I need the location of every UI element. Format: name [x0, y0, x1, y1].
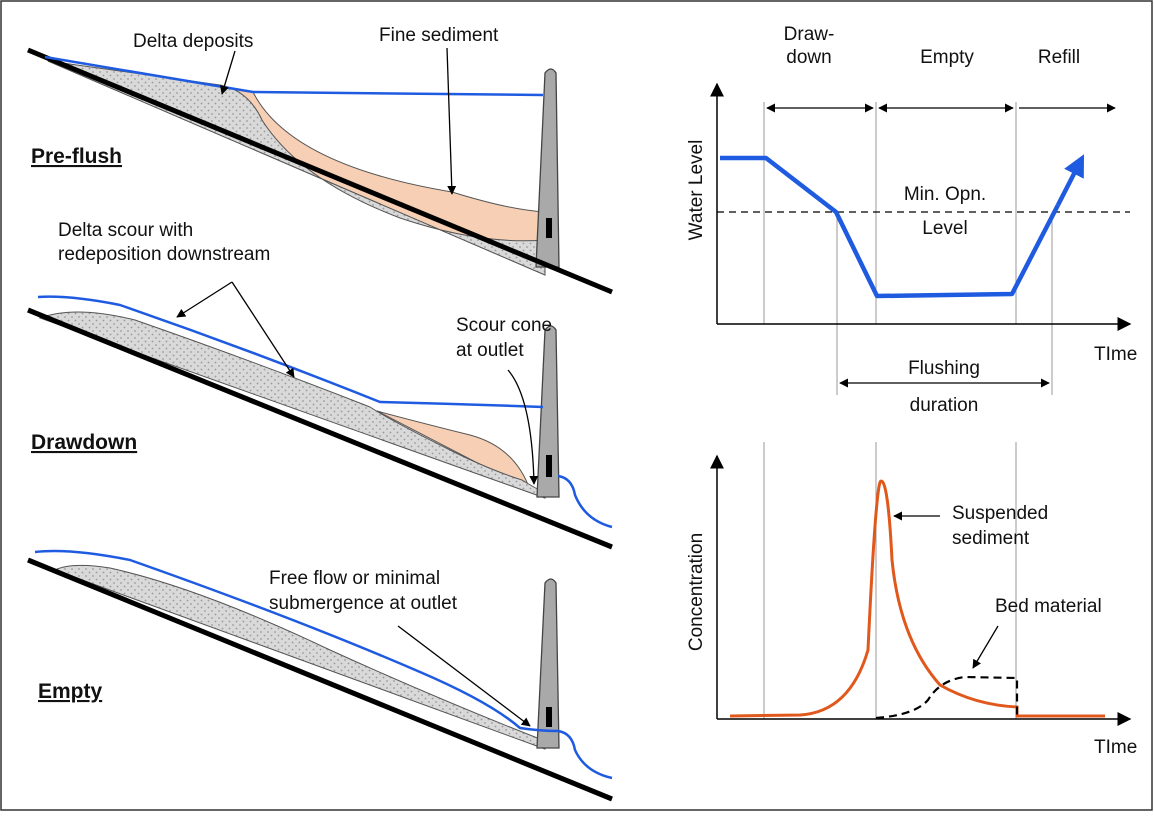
stage-empty: Free flow or minimal submergence at outl… — [27, 549, 613, 802]
scour-cone-label: Scour cone — [456, 315, 552, 336]
water-surface — [37, 295, 544, 409]
flushing-label: Flushing — [908, 358, 980, 379]
min-level-label: Level — [922, 218, 967, 239]
min-level-label: Min. Opn. — [904, 184, 986, 205]
delta-scour-label: redeposition downstream — [58, 244, 270, 265]
bed-material-series — [875, 675, 1019, 720]
outlet-gate-icon — [546, 707, 552, 727]
bed-material-label: Bed material — [995, 596, 1102, 617]
stage-title-preflush: Pre-flush — [31, 145, 122, 168]
flushing-label: duration — [910, 395, 979, 416]
downstream-water — [557, 474, 613, 529]
phase-label-drawdown: down — [786, 47, 831, 68]
dam-icon — [535, 68, 560, 268]
free-flow-label: Free flow or minimal — [269, 568, 440, 589]
delta-deposits-label: Delta deposits — [133, 31, 253, 52]
outlet-gate-icon — [546, 455, 552, 477]
delta-scour-arrow — [176, 281, 233, 318]
x-axis-label: TIme — [1094, 344, 1137, 365]
delta-deposit — [53, 564, 546, 750]
suspended-sediment-series — [729, 479, 1105, 718]
fine-sediment-arrow — [446, 47, 457, 195]
water-surface — [34, 549, 613, 780]
delta-deposits-arrow — [220, 50, 236, 95]
phase-label-drawdown: Draw- — [784, 24, 835, 45]
river-bed — [27, 307, 613, 550]
delta-scour-label: Delta scour with — [58, 220, 193, 241]
water-level-chart: Draw- down Empty Refill Min. Opn. Level … — [686, 24, 1137, 416]
phase-label-empty: Empty — [920, 47, 974, 68]
fine-sediment-label: Fine sediment — [379, 25, 499, 46]
outlet-gate-icon — [546, 218, 552, 238]
concentration-chart: Suspended sediment Bed material TIme Con… — [686, 442, 1137, 758]
stage-preflush: Delta deposits Fine sediment Pre-flush — [27, 25, 613, 295]
stage-title-drawdown: Drawdown — [31, 431, 137, 454]
refill-arrow — [1055, 154, 1085, 207]
suspended-sediment-label: sediment — [952, 528, 1030, 549]
stage-title-empty: Empty — [38, 680, 103, 703]
scour-cone-label: at outlet — [456, 340, 524, 361]
free-flow-arrow — [397, 625, 531, 727]
y-axis-label: Water Level — [686, 140, 707, 241]
dam-icon — [536, 578, 560, 749]
dam-icon — [536, 325, 560, 498]
suspended-sediment-label: Suspended — [952, 503, 1048, 524]
y-axis-label: Concentration — [686, 533, 707, 651]
stage-drawdown: Delta scour with redeposition downstream… — [27, 220, 613, 550]
x-axis-label: TIme — [1094, 737, 1137, 758]
river-bed — [27, 47, 613, 295]
scour-cone-arrow — [507, 369, 539, 485]
redeposition-arrow — [231, 281, 295, 378]
river-bed — [27, 557, 613, 802]
free-flow-label: submergence at outlet — [269, 593, 458, 614]
delta-deposit — [38, 311, 546, 499]
bed-material-arrow — [972, 625, 999, 669]
water-level-series — [720, 155, 1060, 299]
water-surface — [44, 55, 544, 97]
phase-label-refill: Refill — [1038, 47, 1080, 68]
